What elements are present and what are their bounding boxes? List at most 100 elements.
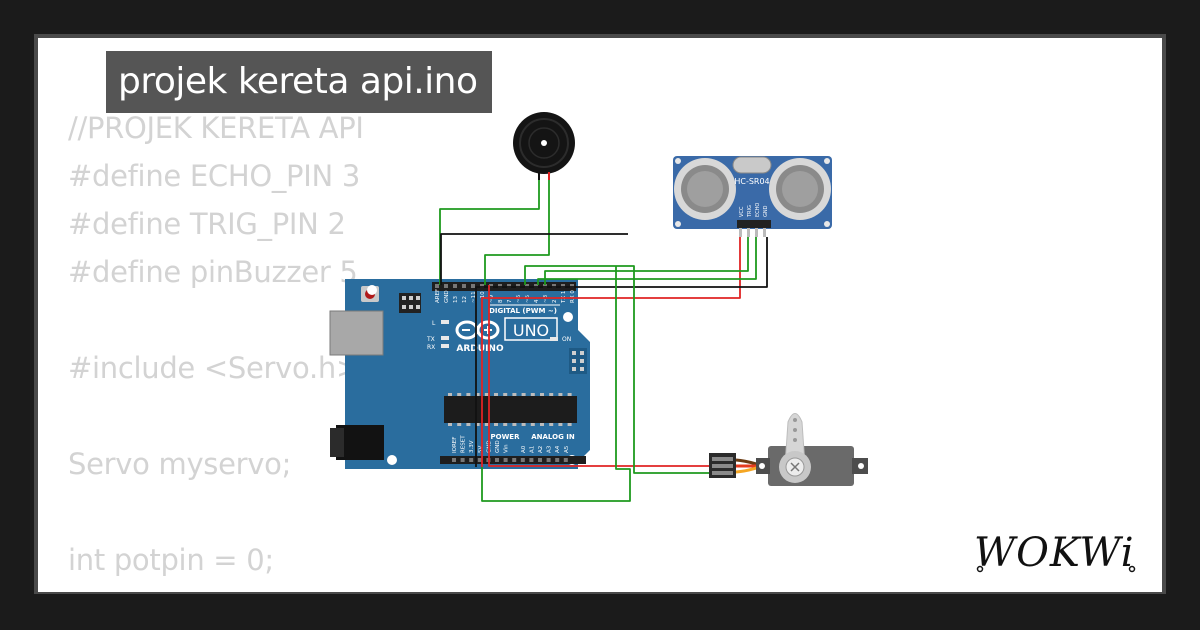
pin-label: A0 <box>521 445 527 453</box>
arduino-logo <box>455 320 500 340</box>
led-tx-label: TX <box>426 336 435 343</box>
project-title: projek kereta api.ino <box>106 51 492 113</box>
analog-label: ANALOG IN <box>531 433 575 441</box>
header-pin[interactable] <box>498 284 502 288</box>
header-pin[interactable] <box>460 458 465 462</box>
chip-pin <box>558 423 563 426</box>
sensor-pin-label: GND <box>763 205 769 217</box>
buzzer[interactable] <box>513 112 575 180</box>
header-pin[interactable] <box>552 284 556 288</box>
chip-pin <box>466 393 471 396</box>
header-pin[interactable] <box>462 284 466 288</box>
header-pin[interactable] <box>452 458 456 462</box>
chip-pin <box>530 393 535 396</box>
chip-pin <box>549 393 554 396</box>
code-line: Servo myservo; <box>68 447 292 481</box>
header-pin[interactable] <box>563 458 568 462</box>
pin-label: IOREF <box>452 437 458 453</box>
sensor-pin-label: ECHO <box>755 203 761 217</box>
chip-pin <box>475 423 480 426</box>
header-pin[interactable] <box>480 284 484 288</box>
header-pin[interactable] <box>534 284 538 288</box>
board-brand-label: ARDUINO <box>456 344 504 354</box>
wokwi-logo-text: WOKWi <box>974 530 1135 576</box>
header-pin[interactable] <box>444 284 448 288</box>
header-pin[interactable] <box>546 458 551 462</box>
header-pin[interactable] <box>520 458 525 462</box>
wokwi-logo: WOKWi <box>974 530 1136 576</box>
wire-servo-vcc <box>488 285 709 467</box>
header-pin[interactable] <box>489 284 493 288</box>
chip-pin <box>530 423 535 426</box>
led-rx-label: RX <box>427 344 435 351</box>
chip-pin <box>512 393 517 396</box>
code-line: #define ECHO_PIN 3 <box>68 159 360 193</box>
header-pin[interactable] <box>561 284 565 288</box>
header-pin[interactable] <box>516 284 520 288</box>
chip-pin <box>448 393 452 396</box>
wire-sensor-trig <box>544 237 749 285</box>
pin-label: 8 <box>498 299 504 303</box>
wire-servo-gnd <box>440 233 628 285</box>
code-line: int val; <box>68 584 364 592</box>
wire-buzzer-signal <box>484 180 550 285</box>
chip-pin <box>558 393 563 396</box>
header-pin[interactable] <box>570 284 574 288</box>
chip-pin <box>457 393 462 396</box>
pin-label: Vin <box>504 444 510 453</box>
pin-label: A2 <box>538 446 544 453</box>
wire-buzzer-gnd <box>439 180 540 285</box>
power-label: POWER <box>491 433 521 441</box>
header-pin[interactable] <box>453 284 457 288</box>
chip-pin <box>457 423 462 426</box>
board-model-label: UNO <box>513 321 549 340</box>
chip-pin <box>494 393 498 396</box>
header-pin[interactable] <box>435 284 439 288</box>
pin-label: 7 <box>507 299 513 303</box>
header-pin[interactable] <box>525 284 529 288</box>
code-line: int potpin = 0; <box>68 543 274 577</box>
pin-label: GND <box>495 440 501 453</box>
code-preview: //PROJEK KERETA API #define ECHO_PIN 3 #… <box>68 104 364 592</box>
pin-label: 3.3V <box>469 440 475 453</box>
chip-pin <box>567 393 572 396</box>
sensor-pin-label: TRIG <box>747 205 753 218</box>
header-pin[interactable] <box>529 458 534 462</box>
header-pin[interactable] <box>512 458 517 462</box>
pin-label: GND <box>444 290 450 303</box>
pin-label: A3 <box>547 445 553 453</box>
led-on-label: ON <box>562 336 571 343</box>
header-pin[interactable] <box>477 458 482 462</box>
chip-pin <box>521 423 526 426</box>
chip-pin <box>503 423 508 426</box>
header-pin[interactable] <box>555 458 560 462</box>
pin-label: ~10 <box>480 291 486 303</box>
code-line: #include <Servo.h> <box>68 351 360 385</box>
sensor-pin-label: VCC <box>739 206 745 217</box>
wire-sensor-vcc <box>481 237 741 467</box>
wire-servo-signal-loop <box>481 266 631 502</box>
wires <box>439 180 768 502</box>
chip-pin <box>484 423 489 426</box>
ultrasonic-sensor[interactable]: HC-SR04 VCC TRIG ECHO GND <box>673 156 832 237</box>
chip-pin <box>540 423 544 426</box>
header-pin[interactable] <box>503 458 508 462</box>
header-pin[interactable] <box>495 458 499 462</box>
header-pin[interactable] <box>471 284 475 288</box>
chip-pin <box>484 393 489 396</box>
wire-sensor-gnd <box>475 237 768 467</box>
pin-label: 12 <box>462 296 468 303</box>
header-pin[interactable] <box>507 284 511 288</box>
pin-label: 4 <box>534 299 540 303</box>
pin-label: RESET <box>461 435 467 453</box>
header-pin[interactable] <box>538 458 542 462</box>
wire-sensor-echo <box>537 237 757 285</box>
code-line: #define pinBuzzer 5 <box>68 255 358 289</box>
sensor-model-label: HC-SR04 <box>734 177 769 186</box>
header-pin[interactable] <box>469 458 474 462</box>
header-pin[interactable] <box>543 284 547 288</box>
servo-motor[interactable] <box>709 413 868 487</box>
pin-label: 2 <box>552 300 558 304</box>
chip-pin <box>540 393 544 396</box>
